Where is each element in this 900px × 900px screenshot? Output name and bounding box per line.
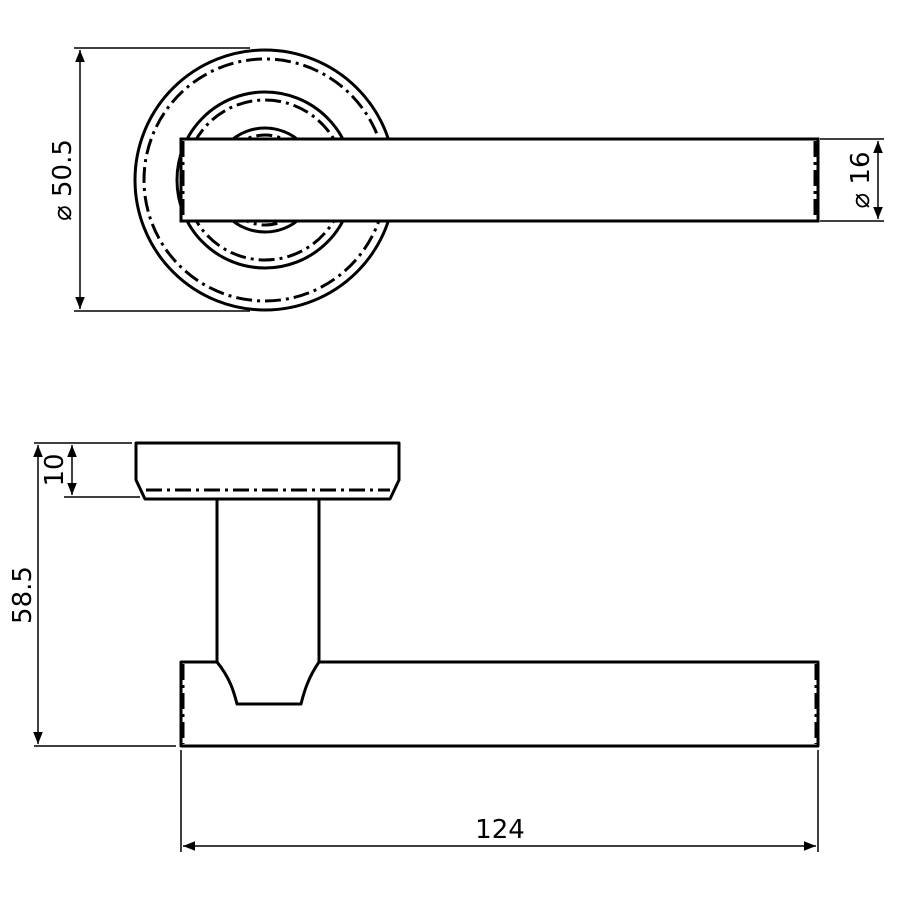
- top-view: ⌀ 50.5 ⌀ 16: [48, 47, 884, 312]
- rose-plate-side: [134, 441, 401, 501]
- dim-label-projection: 58.5: [8, 566, 38, 624]
- lever-side: [179, 660, 820, 748]
- dim-label-lever-length: 124: [475, 815, 525, 845]
- dim-label-lever-diameter: ⌀ 16: [846, 151, 876, 208]
- dim-label-rose-diameter: ⌀ 50.5: [48, 139, 78, 221]
- side-view: 10 58.5 124: [8, 441, 820, 852]
- dim-label-rose-thickness: 10: [40, 453, 70, 486]
- lever-top: [179, 137, 820, 223]
